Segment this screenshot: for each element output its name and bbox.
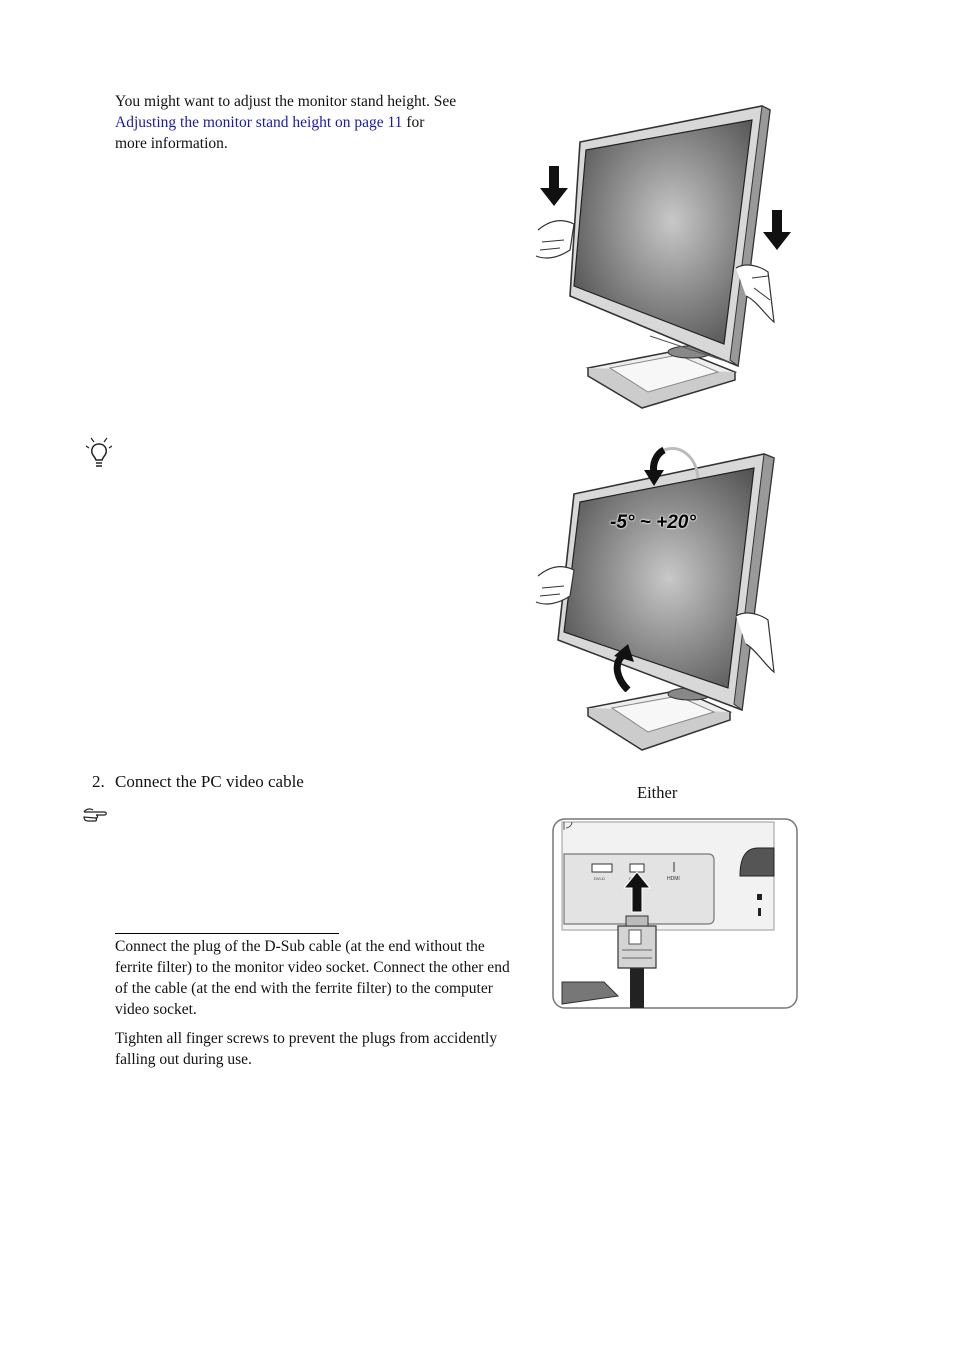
- intro-text-tail: more information.: [115, 135, 228, 152]
- tilt-angle-label: -5° ~ +20°: [610, 512, 696, 533]
- instruction-paragraph: Tighten all finger screws to prevent the…: [115, 1030, 498, 1068]
- monitor-tilt-figure: -5° ~ +20°: [530, 440, 800, 760]
- down-arrow-icon: [763, 210, 791, 250]
- section-divider: [115, 933, 339, 934]
- step-number: 2.: [92, 772, 105, 791]
- intro-paragraph: You might want to adjust the monitor sta…: [115, 91, 515, 154]
- port-label: DVI-D: [594, 876, 605, 881]
- curved-arrow-icon: [608, 642, 642, 692]
- dsub-connection-figure: DVI-D D-SUB HDMI: [552, 818, 798, 1010]
- either-caption: Either: [637, 783, 678, 802]
- monitor-press-down-figure: [530, 100, 800, 412]
- intro-text: You might want to adjust the monitor sta…: [115, 93, 457, 110]
- instruction-paragraph: Connect the plug of the D-Sub cable (at …: [115, 938, 510, 1018]
- intro-text-after: for: [402, 114, 425, 131]
- port-label: HDMI: [667, 876, 680, 882]
- step-title: Connect the PC video cable: [115, 772, 304, 791]
- step-heading: 2. Connect the PC video cable: [92, 772, 304, 792]
- pointing-hand-icon: [82, 806, 108, 824]
- light-bulb-icon: [86, 436, 112, 470]
- down-arrow-icon: [540, 166, 568, 206]
- stand-height-link[interactable]: Adjusting the monitor stand height on pa…: [115, 114, 403, 131]
- curved-arrow-icon: [640, 442, 700, 488]
